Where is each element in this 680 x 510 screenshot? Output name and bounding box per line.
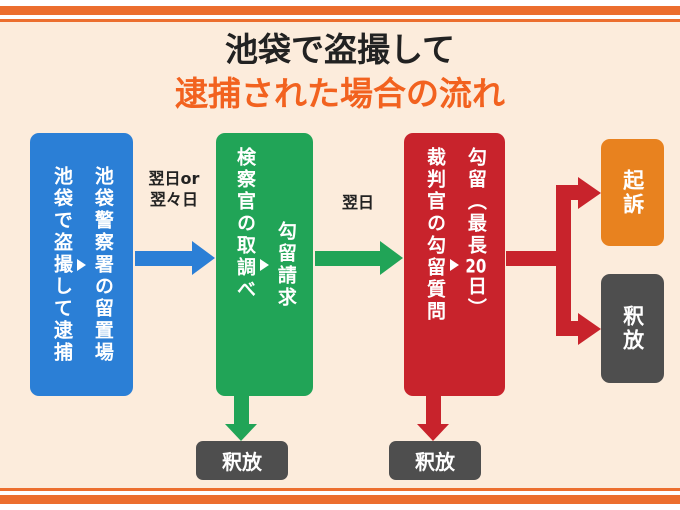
- title-line-2: 逮捕された場合の流れ: [175, 74, 505, 113]
- border-stripe-top-thick: [0, 6, 680, 15]
- arrow-to-indict-head-icon: [578, 177, 601, 209]
- arrow-stage3-release-head-icon: [417, 424, 449, 441]
- flow-step-triangle-icon: [77, 258, 86, 271]
- stage-prosecutor-right-text: 勾留請求: [274, 220, 297, 309]
- arrow-stage1-to-stage2-head-icon: [192, 241, 215, 275]
- stage-arrest-box: 池袋で盗撮して逮捕 池袋警察署の留置場: [30, 133, 133, 396]
- arrow-stage2-release-head-icon: [225, 424, 257, 441]
- border-stripe-bottom-thick: [0, 495, 680, 504]
- stage-judge-right-text: 勾留（最長20日）: [464, 147, 487, 320]
- arrow-to-release-head-icon: [578, 313, 601, 345]
- outcome-indict-box: 起訴: [601, 139, 664, 246]
- arrow2-label: 翌日: [341, 193, 374, 212]
- outcome-release-right-box: 釈放: [601, 274, 664, 383]
- border-stripe-bottom-thin: [0, 488, 680, 491]
- stage-prosecutor-box: 検察官の取調べ 勾留請求: [216, 133, 313, 396]
- stage-arrest-right-text: 池袋警察署の留置場: [91, 165, 114, 364]
- release-under-stage2-box: 釈放: [196, 441, 288, 480]
- release-under-stage3-text: 釈放: [415, 450, 455, 474]
- title-line-1: 池袋で盗撮して: [224, 30, 455, 69]
- border-stripe-top-thin: [0, 19, 680, 22]
- page-title: 池袋で盗撮して 逮捕された場合の流れ: [0, 28, 680, 116]
- flow-step-triangle-icon: [450, 258, 459, 271]
- branch-connector-vertical: [556, 185, 571, 336]
- stage-judge-left-text: 裁判官の勾留質問: [424, 147, 446, 323]
- outcome-release-right-text: 釈放: [620, 304, 645, 353]
- arrow-stage2-release-shaft: [234, 394, 249, 425]
- branch-connector-horizontal: [506, 251, 558, 266]
- arrow-stage2-to-stage3-shaft: [315, 251, 380, 266]
- outcome-indict-text: 起訴: [620, 168, 645, 217]
- release-under-stage2-text: 釈放: [222, 450, 262, 474]
- arrow1-label: 翌日or 翌々日: [148, 169, 200, 209]
- arrow-stage2-to-stage3-head-icon: [380, 241, 403, 275]
- arrow-stage1-to-stage2-shaft: [135, 251, 192, 266]
- release-under-stage3-box: 釈放: [389, 441, 481, 480]
- arrow-stage3-release-shaft: [426, 394, 441, 425]
- branch-stub-to-release: [569, 321, 578, 336]
- stage-arrest-left-text: 池袋で盗撮して逮捕: [51, 165, 73, 364]
- stage-prosecutor-left-text: 検察官の取調べ: [234, 147, 256, 301]
- stage-judge-box: 裁判官の勾留質問 勾留（最長20日）: [404, 133, 505, 396]
- flow-step-triangle-icon: [260, 258, 269, 271]
- branch-stub-to-indict: [569, 185, 578, 200]
